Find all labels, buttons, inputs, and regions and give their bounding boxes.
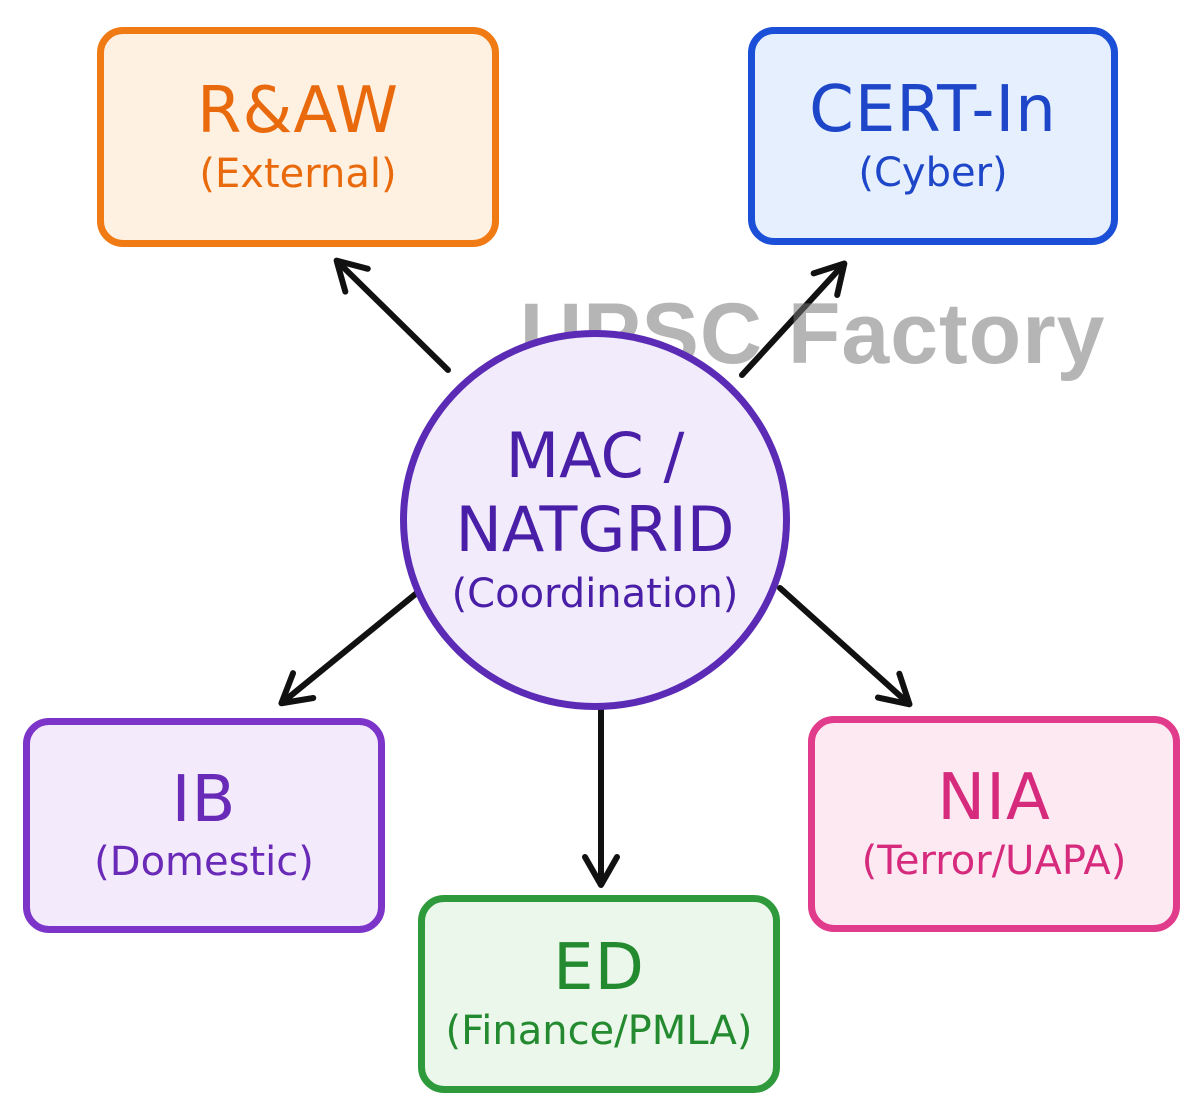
node-cert-in: CERT-In (Cyber)	[748, 27, 1118, 245]
node-ib-title: IB	[171, 762, 237, 837]
arrow-to-ib	[278, 589, 421, 707]
center-node-mac-natgrid: MAC / NATGRID (Coordination)	[400, 330, 790, 710]
node-ed-subtitle: (Finance/PMLA)	[445, 1007, 753, 1054]
center-title-line1: MAC /	[505, 418, 685, 492]
node-raw-subtitle: (External)	[199, 150, 397, 197]
node-nia-title: NIA	[937, 761, 1051, 836]
arrow-to-nia	[777, 585, 913, 708]
node-nia-subtitle: (Terror/UAPA)	[861, 837, 1127, 884]
node-nia: NIA (Terror/UAPA)	[808, 716, 1180, 932]
node-ed-title: ED	[553, 931, 645, 1006]
node-cert-in-title: CERT-In	[809, 73, 1057, 148]
node-cert-in-subtitle: (Cyber)	[858, 149, 1008, 196]
center-subtitle: (Coordination)	[451, 571, 739, 618]
node-ed: ED (Finance/PMLA)	[418, 895, 780, 1093]
node-ib-subtitle: (Domestic)	[94, 839, 314, 886]
node-ib: IB (Domestic)	[23, 718, 385, 933]
center-title-line2: NATGRID	[455, 493, 735, 566]
node-raw: R&AW (External)	[97, 27, 499, 247]
node-raw-title: R&AW	[197, 74, 399, 149]
arrow-to-raw	[333, 257, 451, 373]
arrow-to-cert	[739, 260, 848, 378]
